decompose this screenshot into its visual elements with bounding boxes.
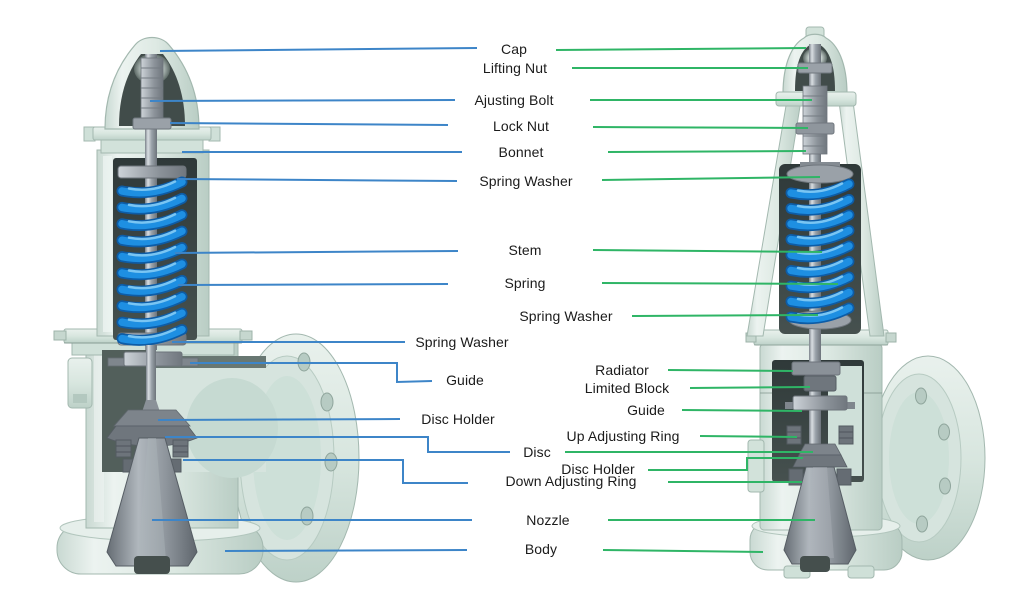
label-spring-washer-right: Spring Washer (519, 308, 613, 324)
leader-line-guide-right-green (681, 409, 803, 412)
label-nozzle: Nozzle (526, 512, 570, 528)
label-guide-right: Guide (627, 402, 665, 418)
right-valve-spring (785, 178, 855, 325)
leader-line-disc-holder-right-green (648, 457, 803, 471)
label-body: Body (524, 541, 558, 557)
leader-line-bonnet-green (607, 150, 807, 153)
leader-line-disc-blue (165, 436, 510, 453)
leader-line-lock-nut-green (592, 126, 809, 129)
label-lifting-nut: Lifting Nut (482, 60, 548, 76)
leader-line-cap-blue (159, 47, 478, 52)
leader-line-stem-green (592, 249, 823, 253)
left-valve-internals (106, 345, 199, 574)
label-stem: Stem (508, 242, 542, 258)
label-limited-block: Limited Block (584, 380, 670, 396)
right-valve-illustration (745, 26, 986, 579)
leader-line-adjusting-bolt-blue (149, 99, 456, 102)
leader-line-disc-holder-left-blue (157, 418, 401, 421)
leader-line-spring-green (601, 282, 839, 285)
leader-line-down-adjusting-ring-blue (183, 459, 468, 484)
right-valve-nozzle (783, 466, 857, 565)
leader-line-radiator-green (667, 369, 794, 372)
label-down-adjusting-ring: Down Adjusting Ring (505, 473, 637, 489)
leader-line-spring-blue (177, 283, 449, 286)
label-guide-left: Guide (446, 372, 484, 388)
label-up-adjusting-ring: Up Adjusting Ring (566, 428, 680, 444)
label-disc-holder-left: Disc Holder (421, 411, 495, 427)
right-valve-internals (783, 361, 857, 572)
leader-line-limited-block-green (689, 386, 811, 389)
label-bonnet: Bonnet (498, 144, 544, 160)
label-spring-washer-left: Spring Washer (415, 334, 509, 350)
left-valve-illustration (53, 36, 360, 583)
leader-lines (149, 47, 839, 553)
leader-line-stem-blue (174, 250, 459, 254)
leader-line-guide-left-blue (190, 362, 433, 384)
label-spring: Spring (504, 275, 546, 291)
leader-line-up-adjusting-ring-green (699, 435, 798, 438)
leader-line-cap-green (555, 47, 807, 51)
leader-line-spring-washer-top-blue (176, 178, 458, 182)
leader-line-spring-washer-right-green (631, 314, 819, 317)
leader-line-body-green (602, 549, 764, 553)
label-adjusting-bolt: Ajusting Bolt (474, 92, 554, 108)
left-valve-spring (116, 176, 188, 346)
label-radiator: Radiator (595, 362, 649, 378)
leader-line-lock-nut-blue (169, 122, 449, 126)
label-cap: Cap (501, 41, 527, 57)
label-disc: Disc (523, 444, 551, 460)
label-spring-washer-top: Spring Washer (479, 173, 573, 189)
label-disc-holder-right: Disc Holder (561, 461, 635, 477)
leader-line-spring-washer-top-green (601, 176, 821, 181)
label-lock-nut: Lock Nut (492, 118, 550, 134)
leader-line-body-blue (224, 549, 468, 552)
